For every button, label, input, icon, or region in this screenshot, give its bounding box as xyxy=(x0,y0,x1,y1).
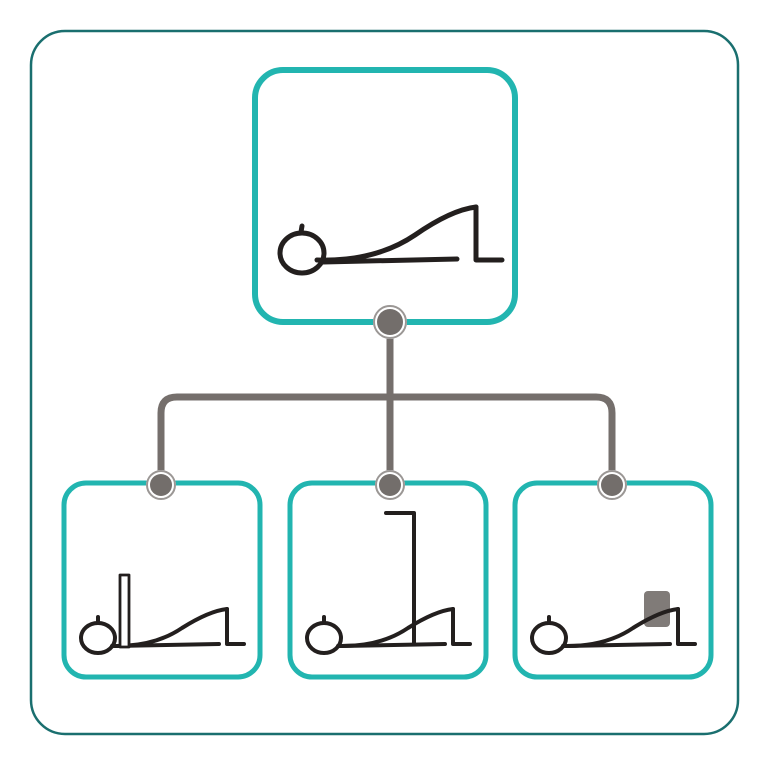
sketch-step-drop xyxy=(676,607,697,646)
child-connector-node-right[interactable] xyxy=(597,470,627,500)
variant-card-with-tall-pole[interactable] xyxy=(287,480,489,680)
sketch-head-tick xyxy=(298,223,305,235)
node-core[interactable] xyxy=(377,309,403,335)
sketch-tall-pole xyxy=(384,511,416,646)
variant-card-with-vertical-bar[interactable] xyxy=(61,480,263,680)
node-outer-ring xyxy=(146,470,176,500)
child-connector-node-center[interactable] xyxy=(375,470,405,500)
sketch-rising-curve xyxy=(110,607,229,649)
curve-with-bar-sketch xyxy=(79,573,246,655)
edge-bus-to-child-left xyxy=(157,393,394,489)
node-outer-ring xyxy=(597,470,627,500)
base-curve-sketch xyxy=(277,204,505,276)
node-core[interactable] xyxy=(601,474,623,496)
variant-card-with-gray-block[interactable] xyxy=(512,480,714,680)
sketch-step-drop xyxy=(451,607,472,646)
sketch-step-drop xyxy=(473,204,505,263)
node-core[interactable] xyxy=(150,474,172,496)
child-connector-node-left[interactable] xyxy=(146,470,176,500)
edge-bus-to-child-right xyxy=(386,393,616,489)
node-outer-ring xyxy=(375,470,405,500)
sketch-rising-curve xyxy=(314,204,479,263)
curve-with-pole-sketch xyxy=(305,511,472,655)
sketch-rising-curve xyxy=(336,607,455,649)
curve-with-block-sketch xyxy=(530,591,697,655)
sketch-rising-curve xyxy=(561,607,680,649)
diagram-outer-frame xyxy=(29,29,740,736)
node-core[interactable] xyxy=(379,474,401,496)
root-card[interactable] xyxy=(252,67,518,325)
sketch-vertical-bar xyxy=(118,573,131,649)
node-outer-ring xyxy=(373,305,407,339)
root-connector-node[interactable] xyxy=(373,305,407,339)
sketch-step-drop xyxy=(225,607,246,646)
